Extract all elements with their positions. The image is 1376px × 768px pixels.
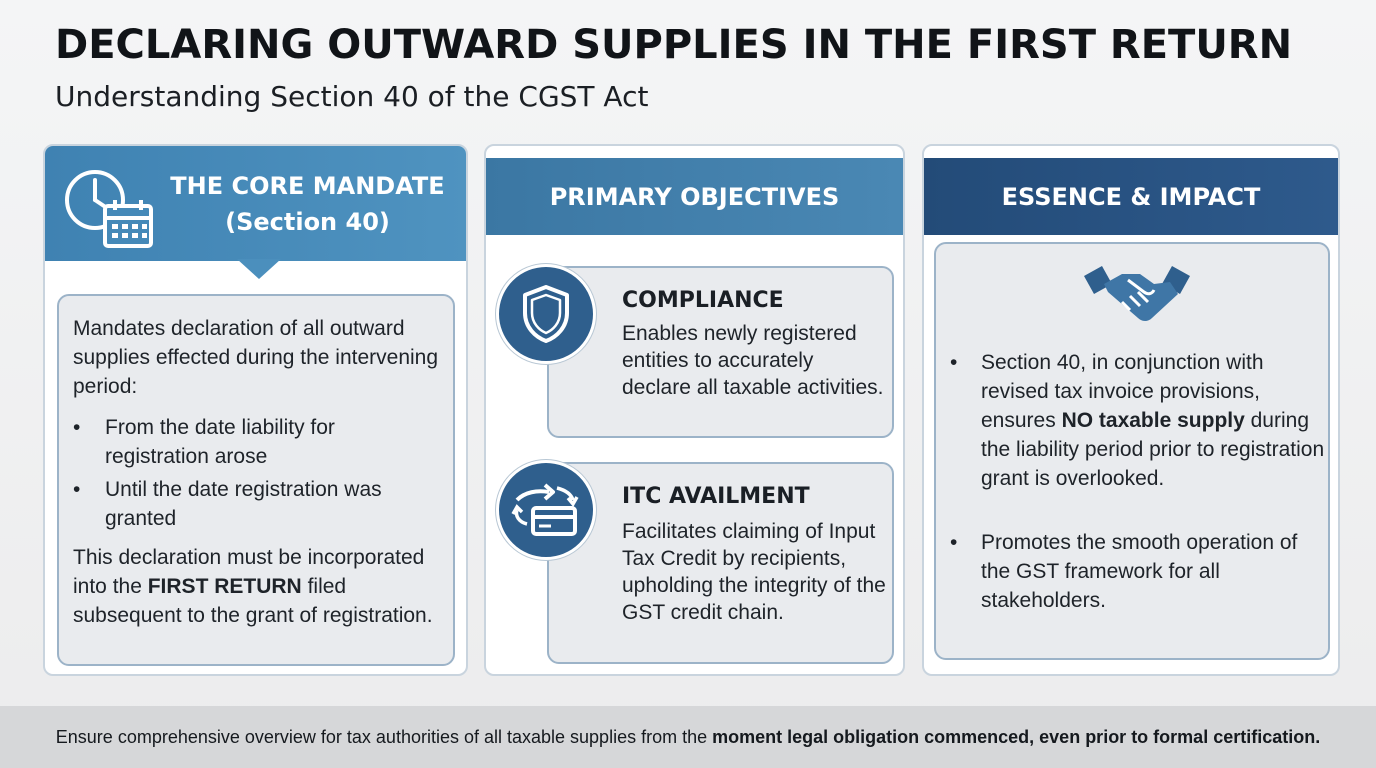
mandate-closing: This declaration must be incorporated in…: [73, 543, 439, 630]
essence-header: ESSENCE & IMPACT: [924, 158, 1338, 235]
essence-bullet: Section 40, in conjunction with revised …: [950, 348, 1328, 493]
page-subtitle: Understanding Section 40 of the CGST Act: [55, 80, 649, 113]
mandate-closing-bold: FIRST RETURN: [147, 575, 302, 598]
mandate-closing-text: This declaration must be incorporated in…: [73, 546, 425, 598]
essence-bullet-bold: NO taxable supply: [1061, 409, 1245, 432]
essence-body: Section 40, in conjunction with revised …: [934, 242, 1330, 660]
mandate-closing-text-end: filed subsequent to the grant of registr…: [73, 575, 433, 627]
core-mandate-heading: THE CORE MANDATE (Section 40): [145, 168, 466, 240]
core-mandate-header: THE CORE MANDATE (Section 40): [45, 146, 466, 261]
core-mandate-body: Mandates declaration of all outward supp…: [57, 294, 455, 666]
objective-title: COMPLIANCE: [622, 288, 784, 313]
objective-compliance-card: COMPLIANCE Enables newly registered enti…: [547, 266, 894, 438]
footer-banner: Ensure comprehensive overview for tax au…: [0, 706, 1376, 768]
core-mandate-panel: THE CORE MANDATE (Section 40) Mandates d…: [43, 144, 468, 676]
core-mandate-heading-line2: (Section 40): [225, 208, 390, 236]
objective-itc-card: ITC AVAILMENT Facilitates claiming of In…: [547, 462, 894, 664]
core-mandate-heading-line1: THE CORE MANDATE: [170, 172, 445, 200]
mandate-intro: Mandates declaration of all outward supp…: [73, 317, 439, 398]
clock-calendar-icon: [65, 170, 153, 248]
mandate-bullets: From the date liability for registration…: [73, 413, 439, 533]
objective-text: Facilitates claiming of Input Tax Credit…: [622, 520, 886, 624]
shield-icon: [496, 264, 596, 364]
credit-card-exchange-icon: [496, 460, 596, 560]
mandate-bullet: From the date liability for registration…: [73, 413, 439, 471]
mandate-bullet: Until the date registration was granted: [73, 475, 439, 533]
essence-bullet-text-end: during the liability period prior to reg…: [981, 409, 1325, 490]
objective-text: Enables newly registered entities to acc…: [622, 322, 884, 399]
objectives-panel: PRIMARY OBJECTIVES COMPLIANCE Enables ne…: [484, 144, 905, 676]
objective-title: ITC AVAILMENT: [622, 484, 810, 509]
footer-text: Ensure comprehensive overview for tax au…: [55, 726, 708, 747]
essence-bullets: Section 40, in conjunction with revised …: [950, 348, 1328, 650]
handshake-icon: [1084, 266, 1190, 321]
essence-bullet-text: Section 40, in conjunction with revised …: [981, 351, 1264, 432]
footer-bold: moment legal obligation commenced, even …: [712, 726, 1321, 747]
page-title: DECLARING OUTWARD SUPPLIES IN THE FIRST …: [55, 22, 1293, 68]
essence-panel: ESSENCE & IMPACT Section 40, in conjunct…: [922, 144, 1340, 676]
objectives-header: PRIMARY OBJECTIVES: [486, 158, 903, 235]
essence-bullet: Promotes the smooth operation of the GST…: [950, 528, 1328, 615]
header-pointer: [237, 259, 281, 279]
